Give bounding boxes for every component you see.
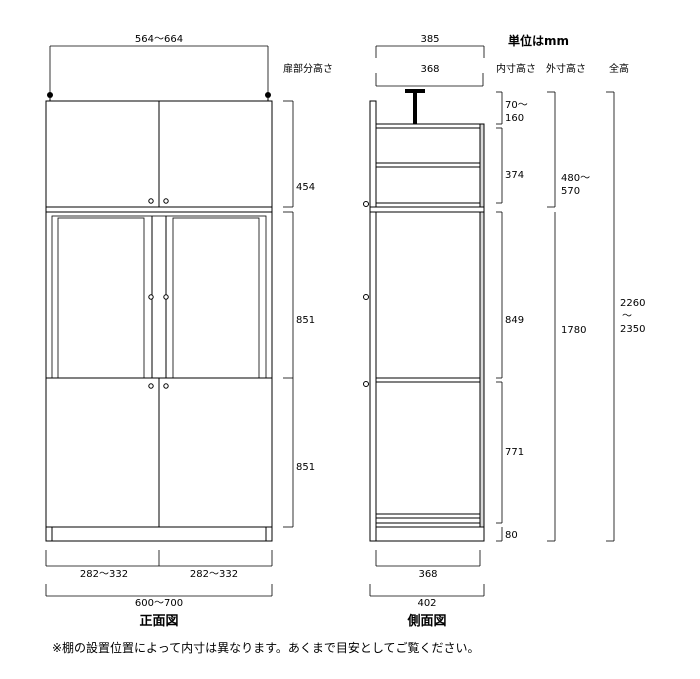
total-height-a: 2260 [620,298,645,309]
hinge-mark-2 [363,294,369,300]
total-height-c: 2350 [620,324,645,335]
top-knob-right [163,198,169,204]
bottom-inner-depth: 368 [418,569,437,580]
middle-knob-left [148,294,154,300]
bottom-outer-depth: 402 [417,598,436,609]
outer-height-upper-a: 480〜 [561,173,590,184]
bottom-board [375,522,481,528]
tension-rod [413,93,417,125]
top-outer-depth: 385 [420,34,439,45]
header-door-section-height: 扉部分高さ [283,62,333,75]
inner-height-lower: 771 [505,447,524,458]
door-height-top: 454 [296,182,315,193]
side-front-panel [369,100,377,542]
rod-knob-right [265,92,271,98]
inner-height-plinth: 80 [505,530,518,541]
hinge-mark-1 [363,201,369,207]
rod-knob-left [47,92,53,98]
middle-knob-right [163,294,169,300]
plinth [51,526,267,542]
side-view: 385 368 368 402 側面図 [363,34,645,629]
header-inner-height: 内寸高さ [496,62,536,75]
tension-rod-cap [405,89,425,93]
middle-shelf [375,377,481,383]
inner-height-top-a: 70〜 [505,100,528,111]
total-height-b: 〜 [622,311,632,322]
footnote: ※棚の設置位置によって内寸は異なります。あくまで目安としてご覧ください。 [52,640,480,655]
lower-knob-left [148,383,154,389]
front-view: 564〜664 [45,34,315,629]
total-height-column: 2260 〜 2350 [606,91,645,542]
door-height-lower: 851 [296,462,315,473]
divider-board [369,206,485,213]
hinge-mark-3 [363,381,369,387]
lower-knob-right [163,383,169,389]
header-total-height: 全高 [609,62,629,75]
front-view-caption: 正面図 [139,614,178,629]
inner-height-upper: 374 [505,170,524,181]
top-knob-left [148,198,154,204]
back-panel [479,123,485,542]
total-width-label: 600〜700 [135,598,183,609]
side-plinth [375,526,485,542]
top-board [375,123,481,129]
top-span-label: 564〜664 [135,34,183,45]
outer-height-upper-b: 570 [561,186,580,197]
upper-shelf [375,162,481,168]
header-outer-height: 外寸高さ [546,62,586,75]
inner-height-middle: 849 [505,315,524,326]
side-view-caption: 側面図 [406,613,446,629]
unit-label: 単位はmm [508,33,569,48]
upper-bottom-board [375,202,481,208]
inner-height-column: 70〜 160 374 849 771 80 [496,91,528,542]
bottom-width-left: 282〜332 [80,569,128,580]
door-height-middle: 851 [296,315,315,326]
outer-height-column: 480〜 570 1780 [547,91,590,542]
lower-shelf [375,513,481,519]
top-inner-depth: 368 [420,64,439,75]
bottom-width-right: 282〜332 [190,569,238,580]
inner-height-top-b: 160 [505,113,524,124]
outer-height-lower: 1780 [561,325,586,336]
